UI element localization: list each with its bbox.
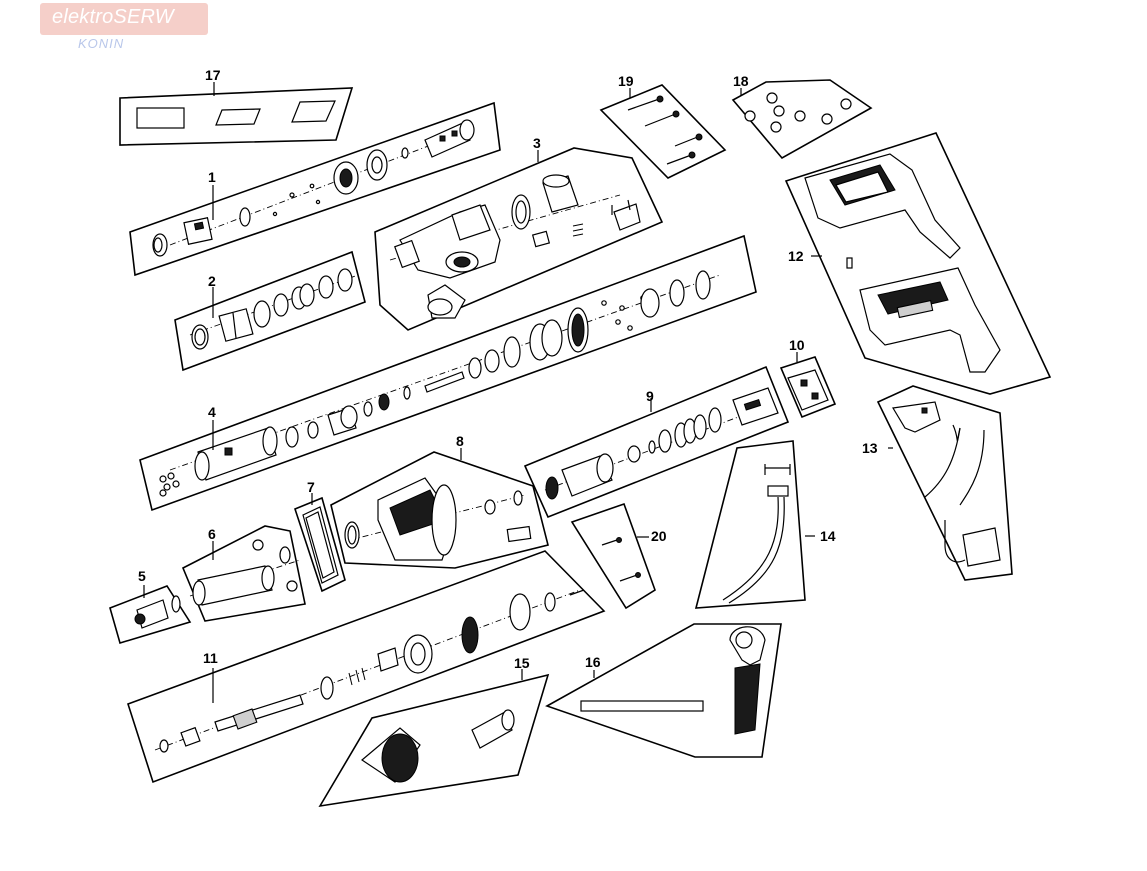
callout-12: 12 (788, 248, 804, 264)
part-group-13 (876, 385, 1013, 581)
part-group-17 (119, 82, 354, 146)
callout-8: 8 (456, 433, 464, 449)
callout-15: 15 (514, 655, 530, 671)
part-group-14 (694, 440, 815, 609)
callout-2: 2 (208, 273, 216, 289)
brand-logo-text: elektroSERW (52, 6, 174, 28)
callout-16: 16 (585, 654, 601, 670)
part-group-1 (129, 101, 501, 277)
callout-18: 18 (733, 73, 749, 89)
callout-11: 11 (203, 650, 218, 666)
part-group-18 (731, 79, 873, 160)
part-group-3 (374, 147, 664, 331)
callout-14: 14 (820, 528, 836, 544)
callout-9: 9 (646, 388, 654, 404)
part-group-5 (109, 585, 192, 644)
part-group-11 (127, 550, 606, 784)
part-group-2 (174, 250, 366, 372)
callout-10: 10 (789, 337, 805, 353)
callout-1: 1 (208, 169, 216, 185)
part-group-7 (294, 493, 346, 593)
brand-logo-background (40, 3, 208, 35)
callout-5: 5 (138, 568, 146, 584)
brand-logo-city: KONIN (78, 36, 125, 51)
part-group-16 (545, 623, 782, 758)
part-group-10 (779, 352, 837, 419)
part-group-12 (784, 132, 1052, 395)
part-group-15 (318, 669, 550, 808)
callout-13: 13 (862, 440, 878, 456)
part-group-6 (181, 525, 306, 622)
part-group-4 (139, 234, 757, 512)
callout-numbers: 17 1 2 3 19 18 12 4 10 9 13 8 7 6 5 20 1… (138, 67, 878, 671)
callout-17: 17 (205, 67, 221, 83)
callout-20: 20 (651, 528, 667, 544)
part-group-9 (523, 365, 790, 519)
callout-3: 3 (533, 135, 541, 151)
callout-19: 19 (618, 73, 634, 89)
part-group-8 (330, 448, 549, 569)
callout-4: 4 (208, 404, 216, 420)
part-group-20 (570, 502, 656, 610)
part-group-19 (599, 84, 727, 179)
callout-6: 6 (208, 526, 216, 542)
callout-7: 7 (307, 479, 315, 495)
